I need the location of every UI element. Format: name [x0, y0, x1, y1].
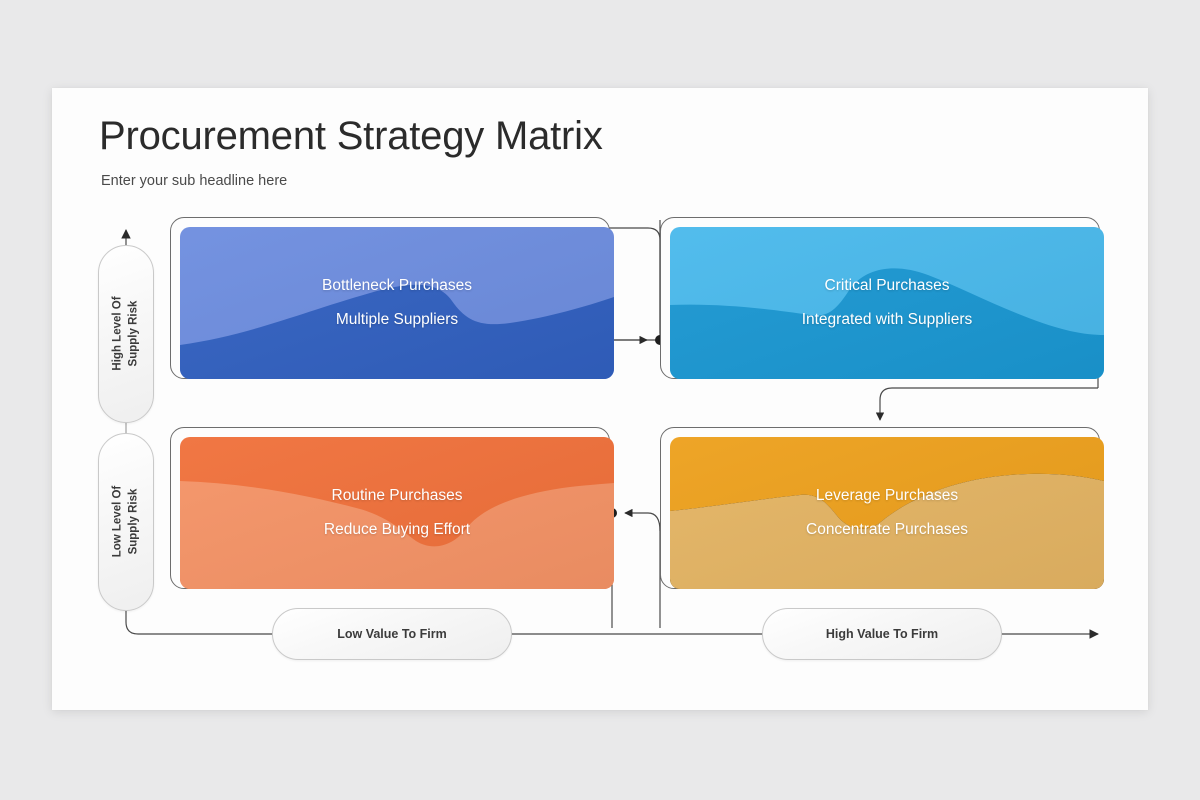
axis-pill-high-risk-label: High Level Of Supply Risk [111, 296, 139, 372]
wave-graphic-routine [180, 437, 614, 589]
slide-canvas: Procurement Strategy Matrix Enter your s… [52, 88, 1148, 710]
axis-pill-high-value-label: High Value To Firm [825, 626, 939, 641]
axis-pill-high-risk[interactable]: High Level Of Supply Risk [98, 245, 154, 423]
page-title: Procurement Strategy Matrix [99, 114, 603, 158]
axis-pill-high-value[interactable]: High Value To Firm [762, 608, 1002, 660]
wave-graphic-critical [670, 227, 1104, 379]
axis-pill-low-risk[interactable]: Low Level Of Supply Risk [98, 433, 154, 611]
quadrant-critical[interactable]: Critical Purchases Integrated with Suppl… [670, 227, 1104, 379]
connector-leverage-to-routine [607, 508, 661, 628]
axis-pill-low-value[interactable]: Low Value To Firm [272, 608, 512, 660]
page-subtitle: Enter your sub headline here [101, 173, 288, 189]
axis-pill-low-risk-label: Low Level Of Supply Risk [111, 486, 140, 558]
wave-graphic-leverage [670, 437, 1104, 589]
axis-pill-low-value-label: Low Value To Firm [337, 626, 447, 641]
quadrant-routine[interactable]: Routine Purchases Reduce Buying Effort [180, 437, 614, 589]
quadrant-bottleneck[interactable]: Bottleneck Purchases Multiple Suppliers [180, 227, 614, 379]
wave-graphic-bottleneck [180, 227, 614, 379]
quadrant-leverage[interactable]: Leverage Purchases Concentrate Purchases [670, 437, 1104, 589]
